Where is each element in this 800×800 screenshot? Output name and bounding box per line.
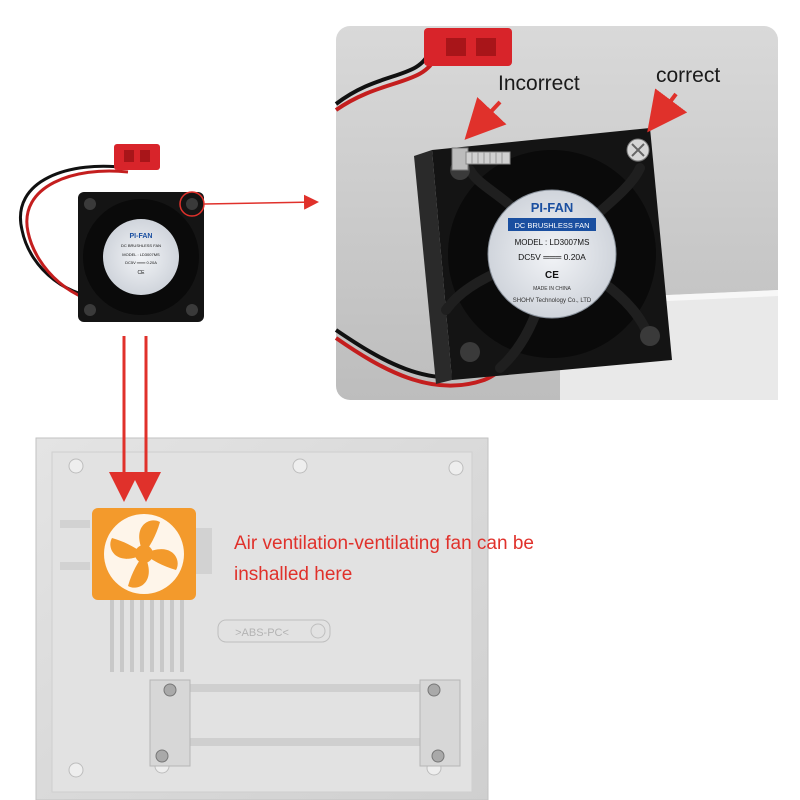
ventilation-note-line1: Air ventilation-ventilating fan can be bbox=[234, 533, 534, 554]
fan-model-text: MODEL : LD3007MS bbox=[515, 238, 590, 247]
case-photo bbox=[35, 437, 489, 800]
connector-icon-small bbox=[114, 144, 160, 170]
arrow-incorrect bbox=[464, 96, 507, 140]
fan-ce-text: CE bbox=[545, 270, 559, 281]
fan-origin-text: MADE IN CHINA bbox=[533, 286, 571, 292]
fan-type-text: DC BRUSHLESS FAN bbox=[514, 221, 589, 230]
screw-icon-case bbox=[155, 683, 445, 763]
incorrect-label: Incorrect bbox=[498, 72, 580, 95]
ventilation-note: Air ventilation-ventilating fan can be i… bbox=[234, 528, 534, 590]
fan-maker-text: SHOHV Technology Co., LTD bbox=[513, 298, 592, 304]
fan-closeup-photo bbox=[334, 26, 778, 400]
screw-icon-incorrect bbox=[451, 147, 511, 171]
fan-rating-text: DC5V ═══ 0.20A bbox=[518, 252, 586, 262]
fan-brand-text: PI-FAN bbox=[531, 200, 574, 215]
connector-icon bbox=[424, 28, 512, 66]
screw-icon-correct bbox=[626, 138, 650, 162]
small-fan-rating-text: DC5V ═══ 0.20A bbox=[125, 260, 157, 265]
small-fan-brand-text: PI-FAN bbox=[130, 233, 153, 240]
arrow-to-closeup bbox=[203, 194, 319, 210]
fan-small-photo bbox=[19, 144, 205, 322]
small-fan-type-text: DC BRUSHLESS FAN bbox=[121, 243, 161, 248]
small-fan-ce-text: CE bbox=[138, 270, 146, 276]
case-emboss-text: >ABS-PC< bbox=[235, 627, 289, 639]
orange-fan-icon bbox=[92, 508, 196, 600]
ventilation-note-line2: inshalled here bbox=[234, 564, 353, 585]
arrow-correct bbox=[647, 88, 688, 133]
correct-label: correct bbox=[656, 64, 721, 87]
small-fan-model-text: MODEL : LD3007MS bbox=[122, 252, 160, 257]
